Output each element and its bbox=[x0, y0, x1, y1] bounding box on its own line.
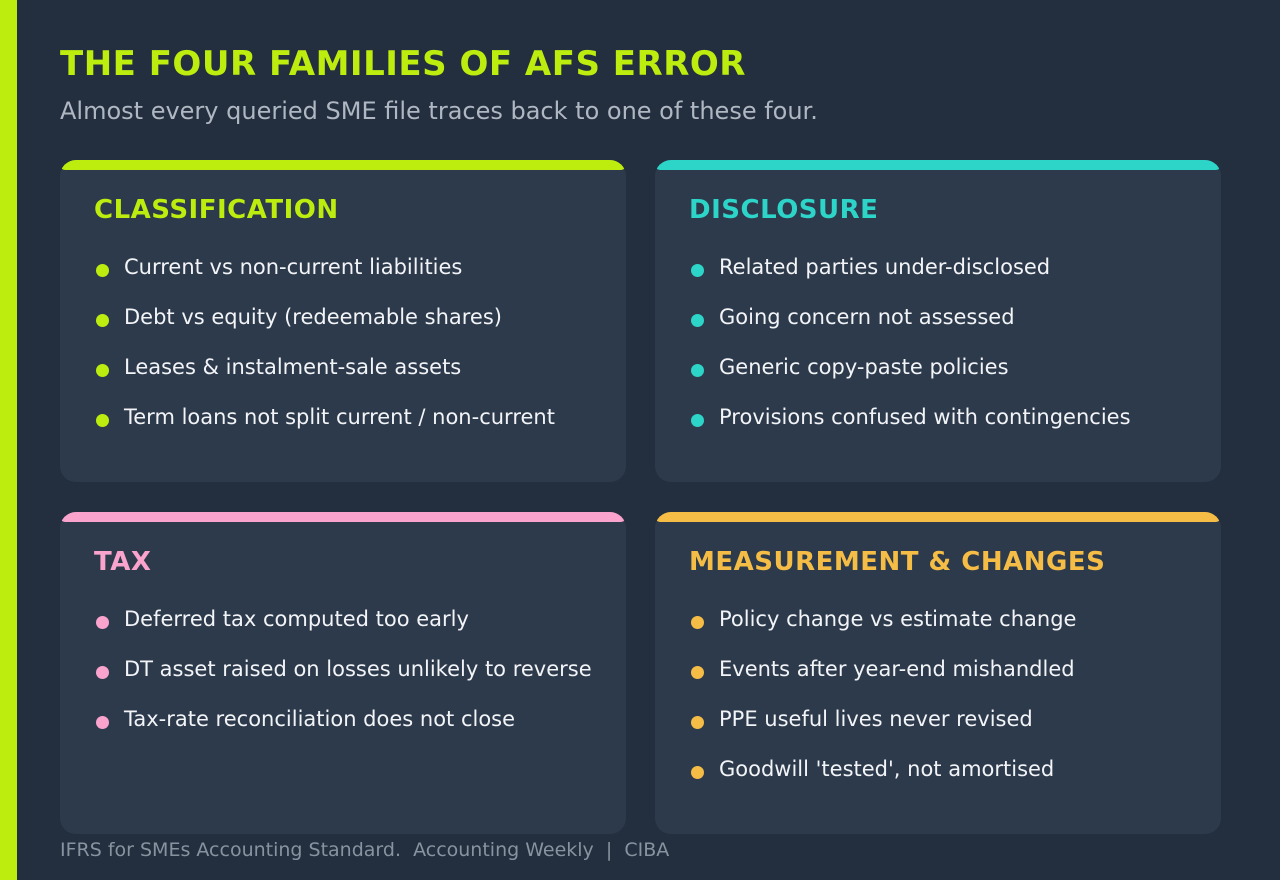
list-item: Debt vs equity (redeemable shares) bbox=[94, 302, 618, 352]
bullet-dot-icon bbox=[691, 414, 704, 427]
list-item-text: PPE useful lives never revised bbox=[719, 707, 1033, 731]
list-item: Related parties under-disclosed bbox=[689, 252, 1213, 302]
list-item: Tax-rate reconciliation does not close bbox=[94, 704, 618, 754]
list-item: Term loans not split current / non-curre… bbox=[94, 402, 618, 452]
list-item-text: Leases & instalment-sale assets bbox=[124, 355, 462, 379]
bullet-dot-icon bbox=[96, 616, 109, 629]
list-item: Going concern not assessed bbox=[689, 302, 1213, 352]
bullet-dot-icon bbox=[691, 666, 704, 679]
bullet-dot-icon bbox=[691, 716, 704, 729]
bullet-dot-icon bbox=[96, 364, 109, 377]
list-item: Events after year-end mishandled bbox=[689, 654, 1213, 704]
list-item-text: Related parties under-disclosed bbox=[719, 255, 1051, 279]
list-item: Policy change vs estimate change bbox=[689, 604, 1213, 654]
card-color-bar bbox=[60, 160, 626, 170]
bullet-dot-icon bbox=[96, 716, 109, 729]
list-item: Goodwill 'tested', not amortised bbox=[689, 754, 1213, 804]
card-title: DISCLOSURE bbox=[689, 195, 879, 225]
card-item-list: Policy change vs estimate change Events … bbox=[689, 604, 1213, 804]
list-item-text: Going concern not assessed bbox=[719, 305, 1015, 329]
bullet-dot-icon bbox=[691, 766, 704, 779]
list-item-text: Goodwill 'tested', not amortised bbox=[719, 757, 1055, 781]
card-color-bar bbox=[60, 512, 626, 522]
left-accent-bar bbox=[0, 0, 17, 880]
list-item-text: Term loans not split current / non-curre… bbox=[124, 405, 555, 429]
card-title: TAX bbox=[94, 547, 152, 577]
bullet-dot-icon bbox=[691, 364, 704, 377]
list-item-text: Policy change vs estimate change bbox=[719, 607, 1077, 631]
list-item-text: Tax-rate reconciliation does not close bbox=[124, 707, 516, 731]
list-item: Generic copy-paste policies bbox=[689, 352, 1213, 402]
list-item-text: Provisions confused with contingencies bbox=[719, 405, 1131, 429]
list-item: Current vs non-current liabilities bbox=[94, 252, 618, 302]
bullet-dot-icon bbox=[96, 666, 109, 679]
bullet-dot-icon bbox=[96, 264, 109, 277]
list-item-text: DT asset raised on losses unlikely to re… bbox=[124, 657, 592, 681]
bullet-dot-icon bbox=[96, 314, 109, 327]
list-item-text: Debt vs equity (redeemable shares) bbox=[124, 305, 502, 329]
list-item: DT asset raised on losses unlikely to re… bbox=[94, 654, 618, 704]
bullet-dot-icon bbox=[96, 414, 109, 427]
footer-source: IFRS for SMEs Accounting Standard. Accou… bbox=[60, 839, 670, 861]
list-item: Provisions confused with contingencies bbox=[689, 402, 1213, 452]
list-item-text: Generic copy-paste policies bbox=[719, 355, 1009, 379]
list-item: PPE useful lives never revised bbox=[689, 704, 1213, 754]
bullet-dot-icon bbox=[691, 314, 704, 327]
card-title: MEASUREMENT & CHANGES bbox=[689, 547, 1106, 577]
page-subtitle: Almost every queried SME file traces bac… bbox=[60, 97, 818, 125]
list-item-text: Current vs non-current liabilities bbox=[124, 255, 463, 279]
page-title: THE FOUR FAMILIES OF AFS ERROR bbox=[60, 44, 746, 84]
card-disclosure: DISCLOSURE Related parties under-disclos… bbox=[655, 160, 1221, 482]
list-item: Deferred tax computed too early bbox=[94, 604, 618, 654]
list-item: Leases & instalment-sale assets bbox=[94, 352, 618, 402]
bullet-dot-icon bbox=[691, 616, 704, 629]
card-title: CLASSIFICATION bbox=[94, 195, 339, 225]
card-measurement-changes: MEASUREMENT & CHANGES Policy change vs e… bbox=[655, 512, 1221, 834]
card-tax: TAX Deferred tax computed too early DT a… bbox=[60, 512, 626, 834]
list-item-text: Events after year-end mishandled bbox=[719, 657, 1075, 681]
card-item-list: Related parties under-disclosed Going co… bbox=[689, 252, 1213, 452]
card-item-list: Current vs non-current liabilities Debt … bbox=[94, 252, 618, 452]
card-classification: CLASSIFICATION Current vs non-current li… bbox=[60, 160, 626, 482]
card-color-bar bbox=[655, 512, 1221, 522]
card-item-list: Deferred tax computed too early DT asset… bbox=[94, 604, 618, 754]
card-color-bar bbox=[655, 160, 1221, 170]
list-item-text: Deferred tax computed too early bbox=[124, 607, 469, 631]
bullet-dot-icon bbox=[691, 264, 704, 277]
